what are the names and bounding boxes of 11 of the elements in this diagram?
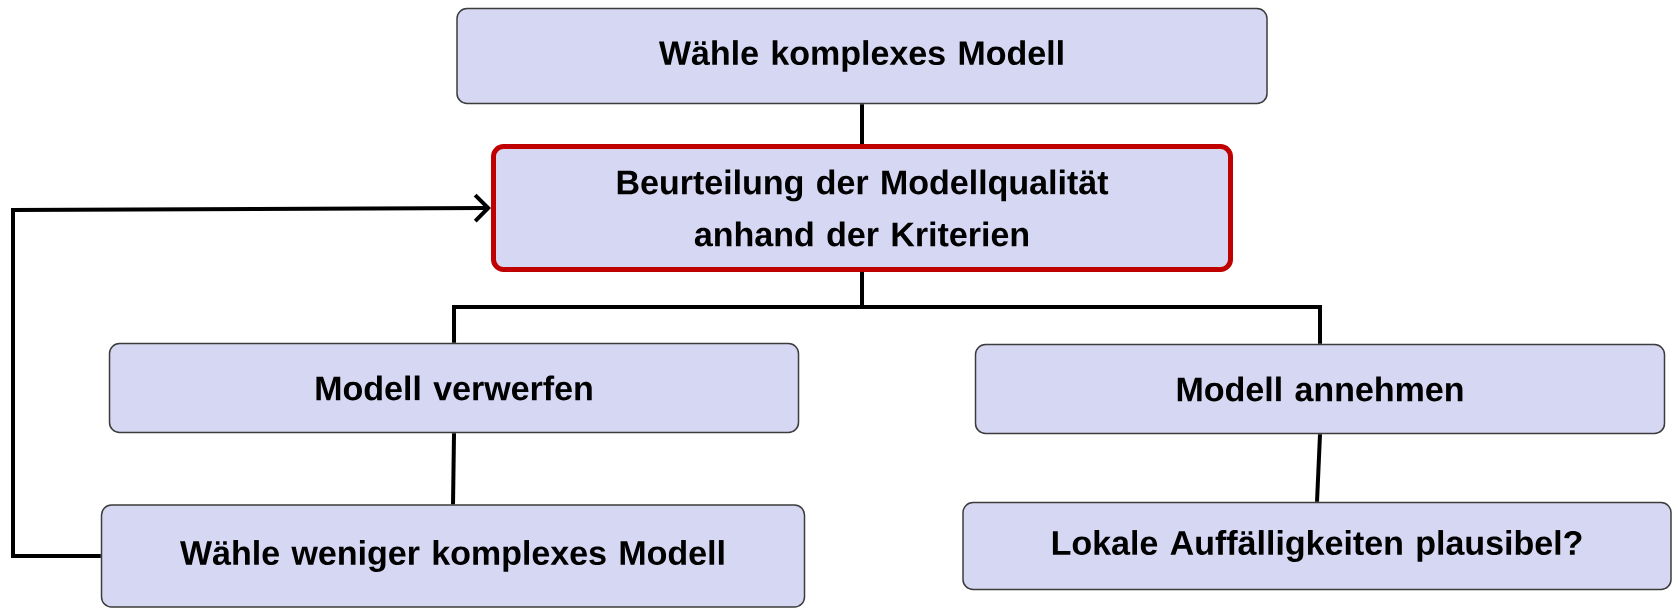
process-box: Modell annehmen [974, 343, 1666, 435]
connector-line [860, 104, 864, 144]
process-box: Beurteilung der Modellqualität anhand der Kriterien [491, 144, 1233, 272]
connector-line [1315, 434, 1322, 502]
process-box: Wähle weniger komplexes Modell [100, 504, 806, 608]
arrow [11, 193, 491, 558]
process-box: Wähle komplexes Modell [456, 7, 1268, 105]
process-box: Lokale Auffälligkeiten plausibel? [962, 501, 1672, 591]
connector-line [451, 433, 456, 505]
process-box: Modell verwerfen [108, 342, 800, 434]
connector-line [860, 272, 1322, 344]
